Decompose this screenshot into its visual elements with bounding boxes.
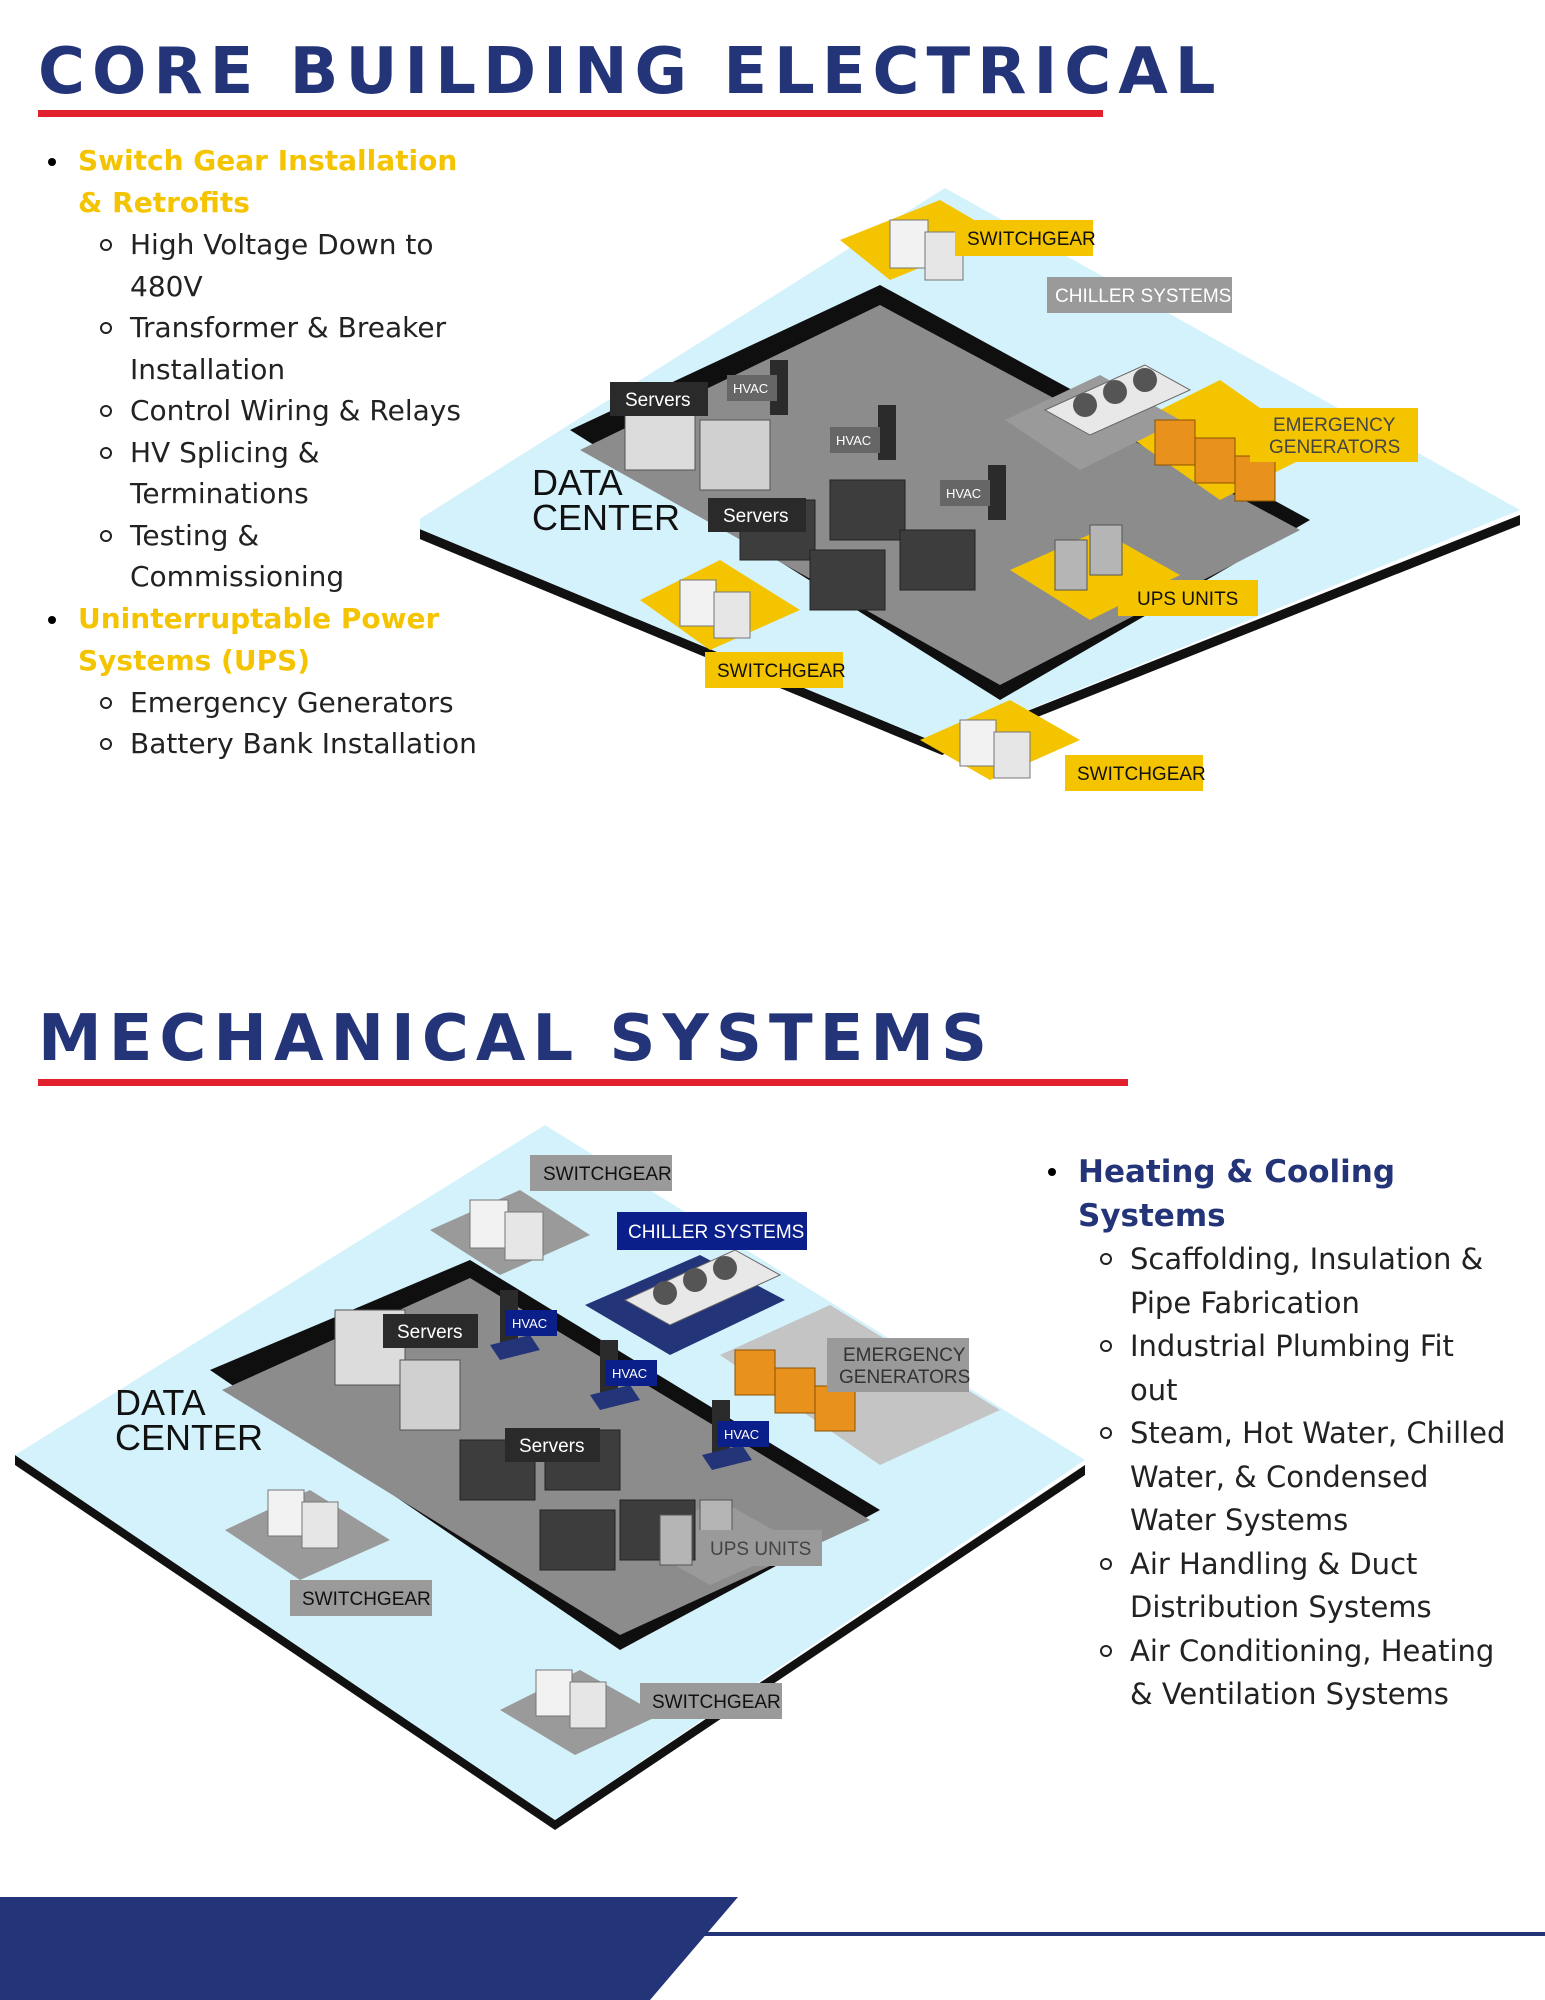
switchgear-tag-text: SWITCHGEAR [967, 229, 1096, 250]
generators-tag [1250, 408, 1418, 462]
sub-item: Transformer & Breaker Installation [78, 307, 480, 390]
switchgear-tag [290, 1580, 432, 1616]
floor-edge-right [555, 1465, 1085, 1830]
sub-item: Steam, Hot Water, Chilled Water, & Conde… [1078, 1412, 1510, 1543]
chiller-tag-text: CHILLER SYSTEMS [1055, 286, 1231, 307]
sub-item: Control Wiring & Relays [78, 390, 480, 432]
hvac-tag-text: HVAC [836, 433, 871, 448]
servers-tag [383, 1314, 478, 1348]
section2-title: MECHANICAL SYSTEMS [38, 1002, 995, 1076]
sub-item: Air Handling & Duct Distribution Systems [1078, 1543, 1510, 1630]
ups-tag [1118, 580, 1258, 616]
generators-tag [827, 1338, 969, 1392]
switchgear-tag-text: SWITCHGEAR [652, 1692, 781, 1713]
ups-tag [697, 1530, 822, 1566]
floor-edge-left [420, 529, 942, 755]
switchgear-tag-text: SWITCHGEAR [543, 1164, 672, 1185]
ups-tag-text: UPS UNITS [1137, 589, 1238, 610]
generators-tag-text: GENERATORS [839, 1367, 970, 1388]
footer-line [690, 1932, 1545, 1936]
sub-item: Scaffolding, Insulation & Pipe Fabricati… [1078, 1238, 1510, 1325]
chiller-tag [1047, 277, 1232, 313]
sub-list: High Voltage Down to 480V Transformer & … [78, 224, 480, 598]
generators-tag-text: EMERGENCY [1273, 415, 1396, 436]
hvac-tag-text: HVAC [946, 486, 981, 501]
switchgear-tag-text: SWITCHGEAR [717, 661, 846, 682]
sub-item: HV Splicing & Terminations [78, 432, 480, 515]
sub-item: Industrial Plumbing Fit out [1078, 1325, 1510, 1412]
bullet-title: Switch Gear Installation & Retrofits [78, 144, 458, 219]
generator-units [734, 1349, 856, 1432]
switchgear-tag [530, 1155, 672, 1191]
sub-list: Scaffolding, Insulation & Pipe Fabricati… [1078, 1238, 1510, 1717]
sub-item: Testing & Commissioning [78, 515, 480, 598]
section2-bullet-list: Heating & Cooling Systems Scaffolding, I… [1040, 1150, 1510, 1717]
servers-tag-text: Servers [519, 1436, 584, 1457]
footer-navy-block [0, 1897, 738, 2000]
hvac-tag [717, 1421, 769, 1447]
section1-divider [38, 110, 1103, 117]
sub-item: Battery Bank Installation [78, 723, 480, 765]
sub-list: Emergency Generators Battery Bank Instal… [78, 682, 480, 765]
section1-title: CORE BUILDING ELECTRICAL [38, 35, 1223, 109]
bullet-switch-gear: Switch Gear Installation & Retrofits Hig… [40, 140, 480, 598]
switchgear-tag [1065, 755, 1203, 791]
footer-bar [0, 1897, 1545, 2000]
servers-tag-text: Servers [625, 390, 690, 411]
switchgear-tag [955, 220, 1093, 256]
data-center-mechanical-diagram: DATA CENTER SWITCHGEAR CHILLER SYSTEMS E… [15, 1125, 1085, 1830]
chiller-units [623, 1249, 782, 1326]
data-center-label: DATA [115, 1382, 206, 1423]
hvac-tag-text: HVAC [724, 1427, 759, 1442]
hvac-tag-text: HVAC [612, 1366, 647, 1381]
bullet-title: Heating & Cooling Systems [1078, 1154, 1396, 1234]
bullet-ups: Uninterruptable Power Systems (UPS) Emer… [40, 598, 480, 765]
switchgear-cabinets [267, 1199, 607, 1729]
data-center-label: DATA [532, 462, 623, 503]
generators-tag-text: GENERATORS [1269, 437, 1400, 458]
data-center-label: CENTER [115, 1417, 263, 1458]
hvac-tag [605, 1360, 657, 1386]
sub-item: High Voltage Down to 480V [78, 224, 480, 307]
switchgear-tag-text: SWITCHGEAR [302, 1589, 431, 1610]
data-center-label: CENTER [532, 497, 680, 538]
bullet-title: Uninterruptable Power Systems (UPS) [78, 601, 440, 677]
switchgear-tag [705, 652, 843, 688]
servers-tag [708, 498, 806, 532]
servers-tag [505, 1428, 600, 1462]
hvac-tag-text: HVAC [512, 1316, 547, 1331]
floor-edge-right [942, 515, 1520, 755]
servers-tag-text: Servers [723, 506, 788, 527]
hvac-tag [940, 480, 990, 506]
data-center-electrical-diagram: DATA CENTER SWITCHGEAR CHILLER SYSTEMS E… [420, 188, 1520, 791]
sub-item: Emergency Generators [78, 682, 480, 724]
hvac-tag [830, 427, 880, 453]
hvac-tag [505, 1310, 557, 1336]
chiller-tag [617, 1212, 807, 1250]
servers-tag [610, 382, 708, 416]
servers-tag-text: Servers [397, 1322, 462, 1343]
section1-bullet-list: Switch Gear Installation & Retrofits Hig… [40, 140, 480, 765]
switchgear-tag [640, 1683, 782, 1719]
ups-tag-text: UPS UNITS [710, 1539, 811, 1560]
ups-cabinets [1054, 524, 1123, 591]
chiller-tag-text: CHILLER SYSTEMS [628, 1222, 804, 1243]
floor-edge-left [15, 1455, 555, 1830]
hvac-tag [727, 375, 777, 401]
generator-units [1154, 419, 1276, 502]
hvac-tag-text: HVAC [733, 381, 768, 396]
hvac-units [770, 360, 1006, 520]
bullet-heating-cooling: Heating & Cooling Systems Scaffolding, I… [1040, 1150, 1510, 1717]
generators-tag-text: EMERGENCY [843, 1345, 966, 1366]
section2-divider [38, 1079, 1128, 1086]
sub-item: Air Conditioning, Heating & Ventilation … [1078, 1630, 1510, 1717]
switchgear-tag-text: SWITCHGEAR [1077, 764, 1206, 785]
chiller-units [1043, 364, 1192, 436]
